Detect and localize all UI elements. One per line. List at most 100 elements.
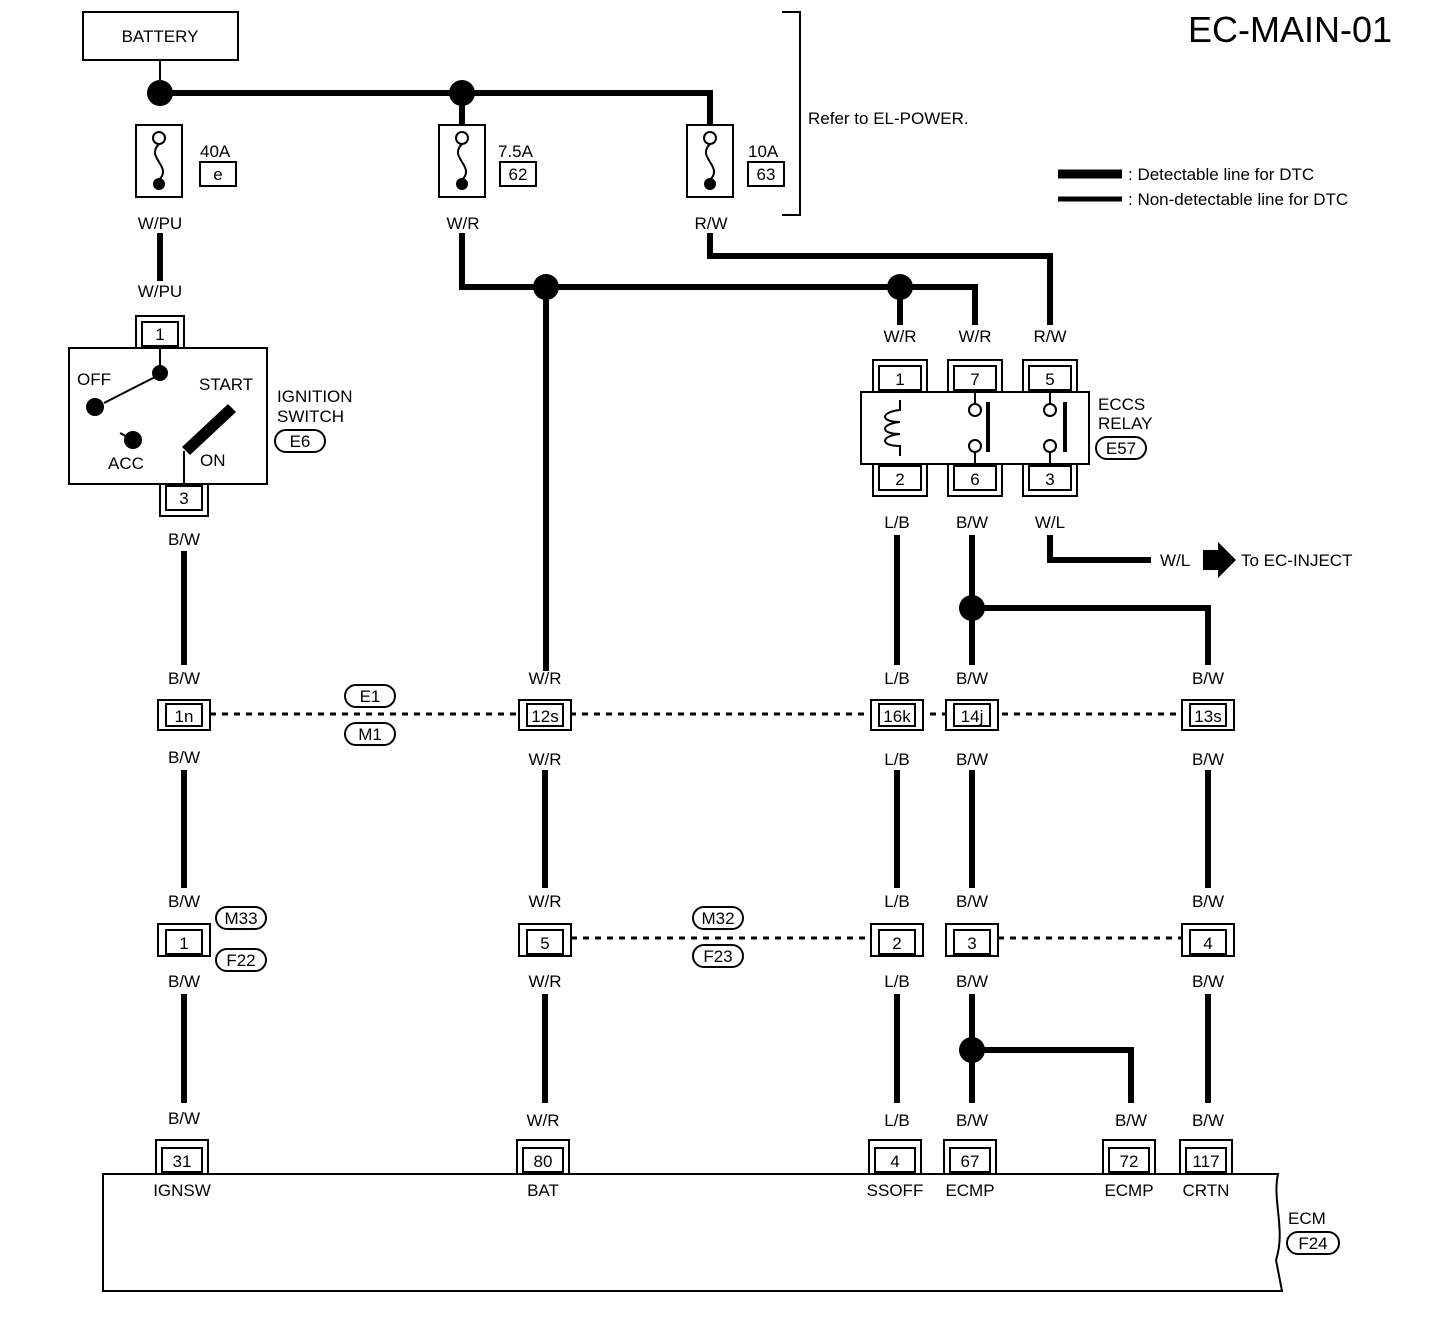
ignition-name-line1: IGNITION [277,387,353,406]
joint2-bottom-label: F23 [703,947,732,966]
wire-label-w-pu-fuse: W/PU [138,214,182,233]
relay-pin-6: 6 [970,470,979,489]
fuse-40a: 40A e [135,124,237,198]
j1-pin-4: 14j [961,707,984,726]
j2-wire-below-3: L/B [884,972,910,991]
relay-pin-3: 3 [1045,470,1054,489]
j1-wire-below-1: B/W [168,748,200,767]
ecm-connector-badge [1286,1231,1340,1255]
ignition-start-label: START [199,375,253,394]
j2-wire-below-1: B/W [168,972,200,991]
joint2-left-top-label: M33 [224,909,257,928]
ecm-pin-80: 80 [534,1152,553,1171]
j2-pin-3: 2 [892,934,901,953]
ignition-on-label: ON [200,451,226,470]
j2-pin-5: 4 [1203,934,1212,953]
wire-label-b-w-relay: B/W [956,513,988,532]
ecm-pin-31: 31 [173,1152,192,1171]
ecm-box [102,1173,1284,1292]
bus-splice-dot [449,80,475,106]
ecm-wire-label-1: B/W [168,1109,200,1128]
ecm-wire-label-4: B/W [956,1111,988,1130]
wire-label-w-r-fuse: W/R [446,214,479,233]
joint1-connectors: 1n 12s 16k 14j 13s [157,699,1235,731]
joint1-top-badge [344,684,396,708]
fuse-7-5a-amp: 7.5A [498,142,534,161]
ecm-wire-label-6: B/W [1192,1111,1224,1130]
relay-connector: E57 [1106,439,1136,458]
ecm-pin-67: 67 [961,1152,980,1171]
j1-wire-below-3: L/B [884,750,910,769]
j1-wire-below-4: B/W [956,750,988,769]
ignition-pin-bottom: 3 [179,489,188,508]
eccs-relay: W/R W/R R/W 1 7 5 2 6 3 ECCS RELAY [860,327,1153,497]
w-r-relay-pin7-wire [897,284,978,325]
refer-bracket [782,11,801,216]
j1-pin-1: 1n [175,707,194,726]
joint1-bottom-badge [344,722,396,746]
b-w-crtn-wire-1 [969,605,1211,665]
b-w-splice-dot-lower [959,1037,985,1063]
ecm-terminal-ecmp-67: ECMP [945,1181,994,1200]
ecm-pin-4: 4 [890,1152,899,1171]
j1-pin-3: 16k [883,707,911,726]
b-w-splice-dot-upper [959,595,985,621]
battery-splice-dot [147,80,173,106]
legend-detectable-label: : Detectable line for DTC [1128,165,1314,184]
w-r-splice-dot [533,274,559,300]
j2-wire-above-5: B/W [1192,892,1224,911]
joint2-bottom-badge [692,944,744,968]
joint1-bottom-label: M1 [358,725,382,744]
legend-non-detectable-label: : Non-detectable line for DTC [1128,190,1348,209]
j1-wire-above-1: B/W [168,669,200,688]
fuse-10a: 10A 63 [686,124,785,198]
j2-wire-above-1: B/W [168,892,200,911]
j2-wire-above-4: B/W [956,892,988,911]
j2-wire-above-3: L/B [884,892,910,911]
j1-pin-2: 12s [531,707,558,726]
joint2-left-bottom-badge [215,948,267,972]
b-w-ecmp-72-wire [969,1047,1134,1103]
joint2-top-label: M32 [701,909,734,928]
wire-label-w-l-inject: W/L [1160,551,1190,570]
relay-pin-1: 1 [895,370,904,389]
relay-pin-2: 2 [895,470,904,489]
j1-wire-below-5: B/W [1192,750,1224,769]
ecm-connector: F24 [1298,1234,1327,1253]
ecm-terminal-crtn: CRTN [1183,1181,1230,1200]
relay-pin-5: 5 [1045,370,1054,389]
battery-label: BATTERY [122,27,199,46]
j1-pin-5: 13s [1194,707,1221,726]
wire-label-b-w-ignition: B/W [168,530,200,549]
ignition-name-line2: SWITCH [277,407,344,426]
ignition-off-label: OFF [77,370,111,389]
w-l-inject-wire [1047,535,1151,563]
ecm-wire-label-5: B/W [1115,1111,1147,1130]
j2-pin-4: 3 [967,934,976,953]
j1-wire-above-2: W/R [528,669,561,688]
joint2-left-top-badge [215,906,267,930]
wire-label-w-l-relay: W/L [1035,513,1065,532]
joint2-top-badge [692,906,744,930]
ignition-pin-top: 1 [155,325,164,344]
fuse-10a-amp: 10A [748,142,779,161]
wire-label-r-w-fuse: R/W [694,214,727,233]
fuse-40a-amp: 40A [200,142,231,161]
diagram-title: EC-MAIN-01 [1188,9,1392,50]
relay-wire-label-pin5: R/W [1033,327,1066,346]
j2-pin-1: 1 [179,934,188,953]
ecm-pin-117: 117 [1192,1152,1219,1171]
ecm-terminal-ssoff: SSOFF [867,1181,924,1200]
relay-pin-7: 7 [970,370,979,389]
r-w-relay-wire [707,233,1053,325]
arrow-right-icon [1203,542,1236,578]
joint1-top-label: E1 [360,687,381,706]
relay-name-line1: ECCS [1098,395,1145,414]
ecm-terminal-ignsw: IGNSW [153,1181,211,1200]
ignition-switch: 1 OFF START ACC ON 3 IGNITION SWITCH E6 [68,315,353,517]
j1-wire-above-5: B/W [1192,669,1224,688]
ecm-terminal-ecmp-72: ECMP [1104,1181,1153,1200]
ecm-name: ECM [1288,1209,1326,1228]
j1-wire-above-4: B/W [956,669,988,688]
